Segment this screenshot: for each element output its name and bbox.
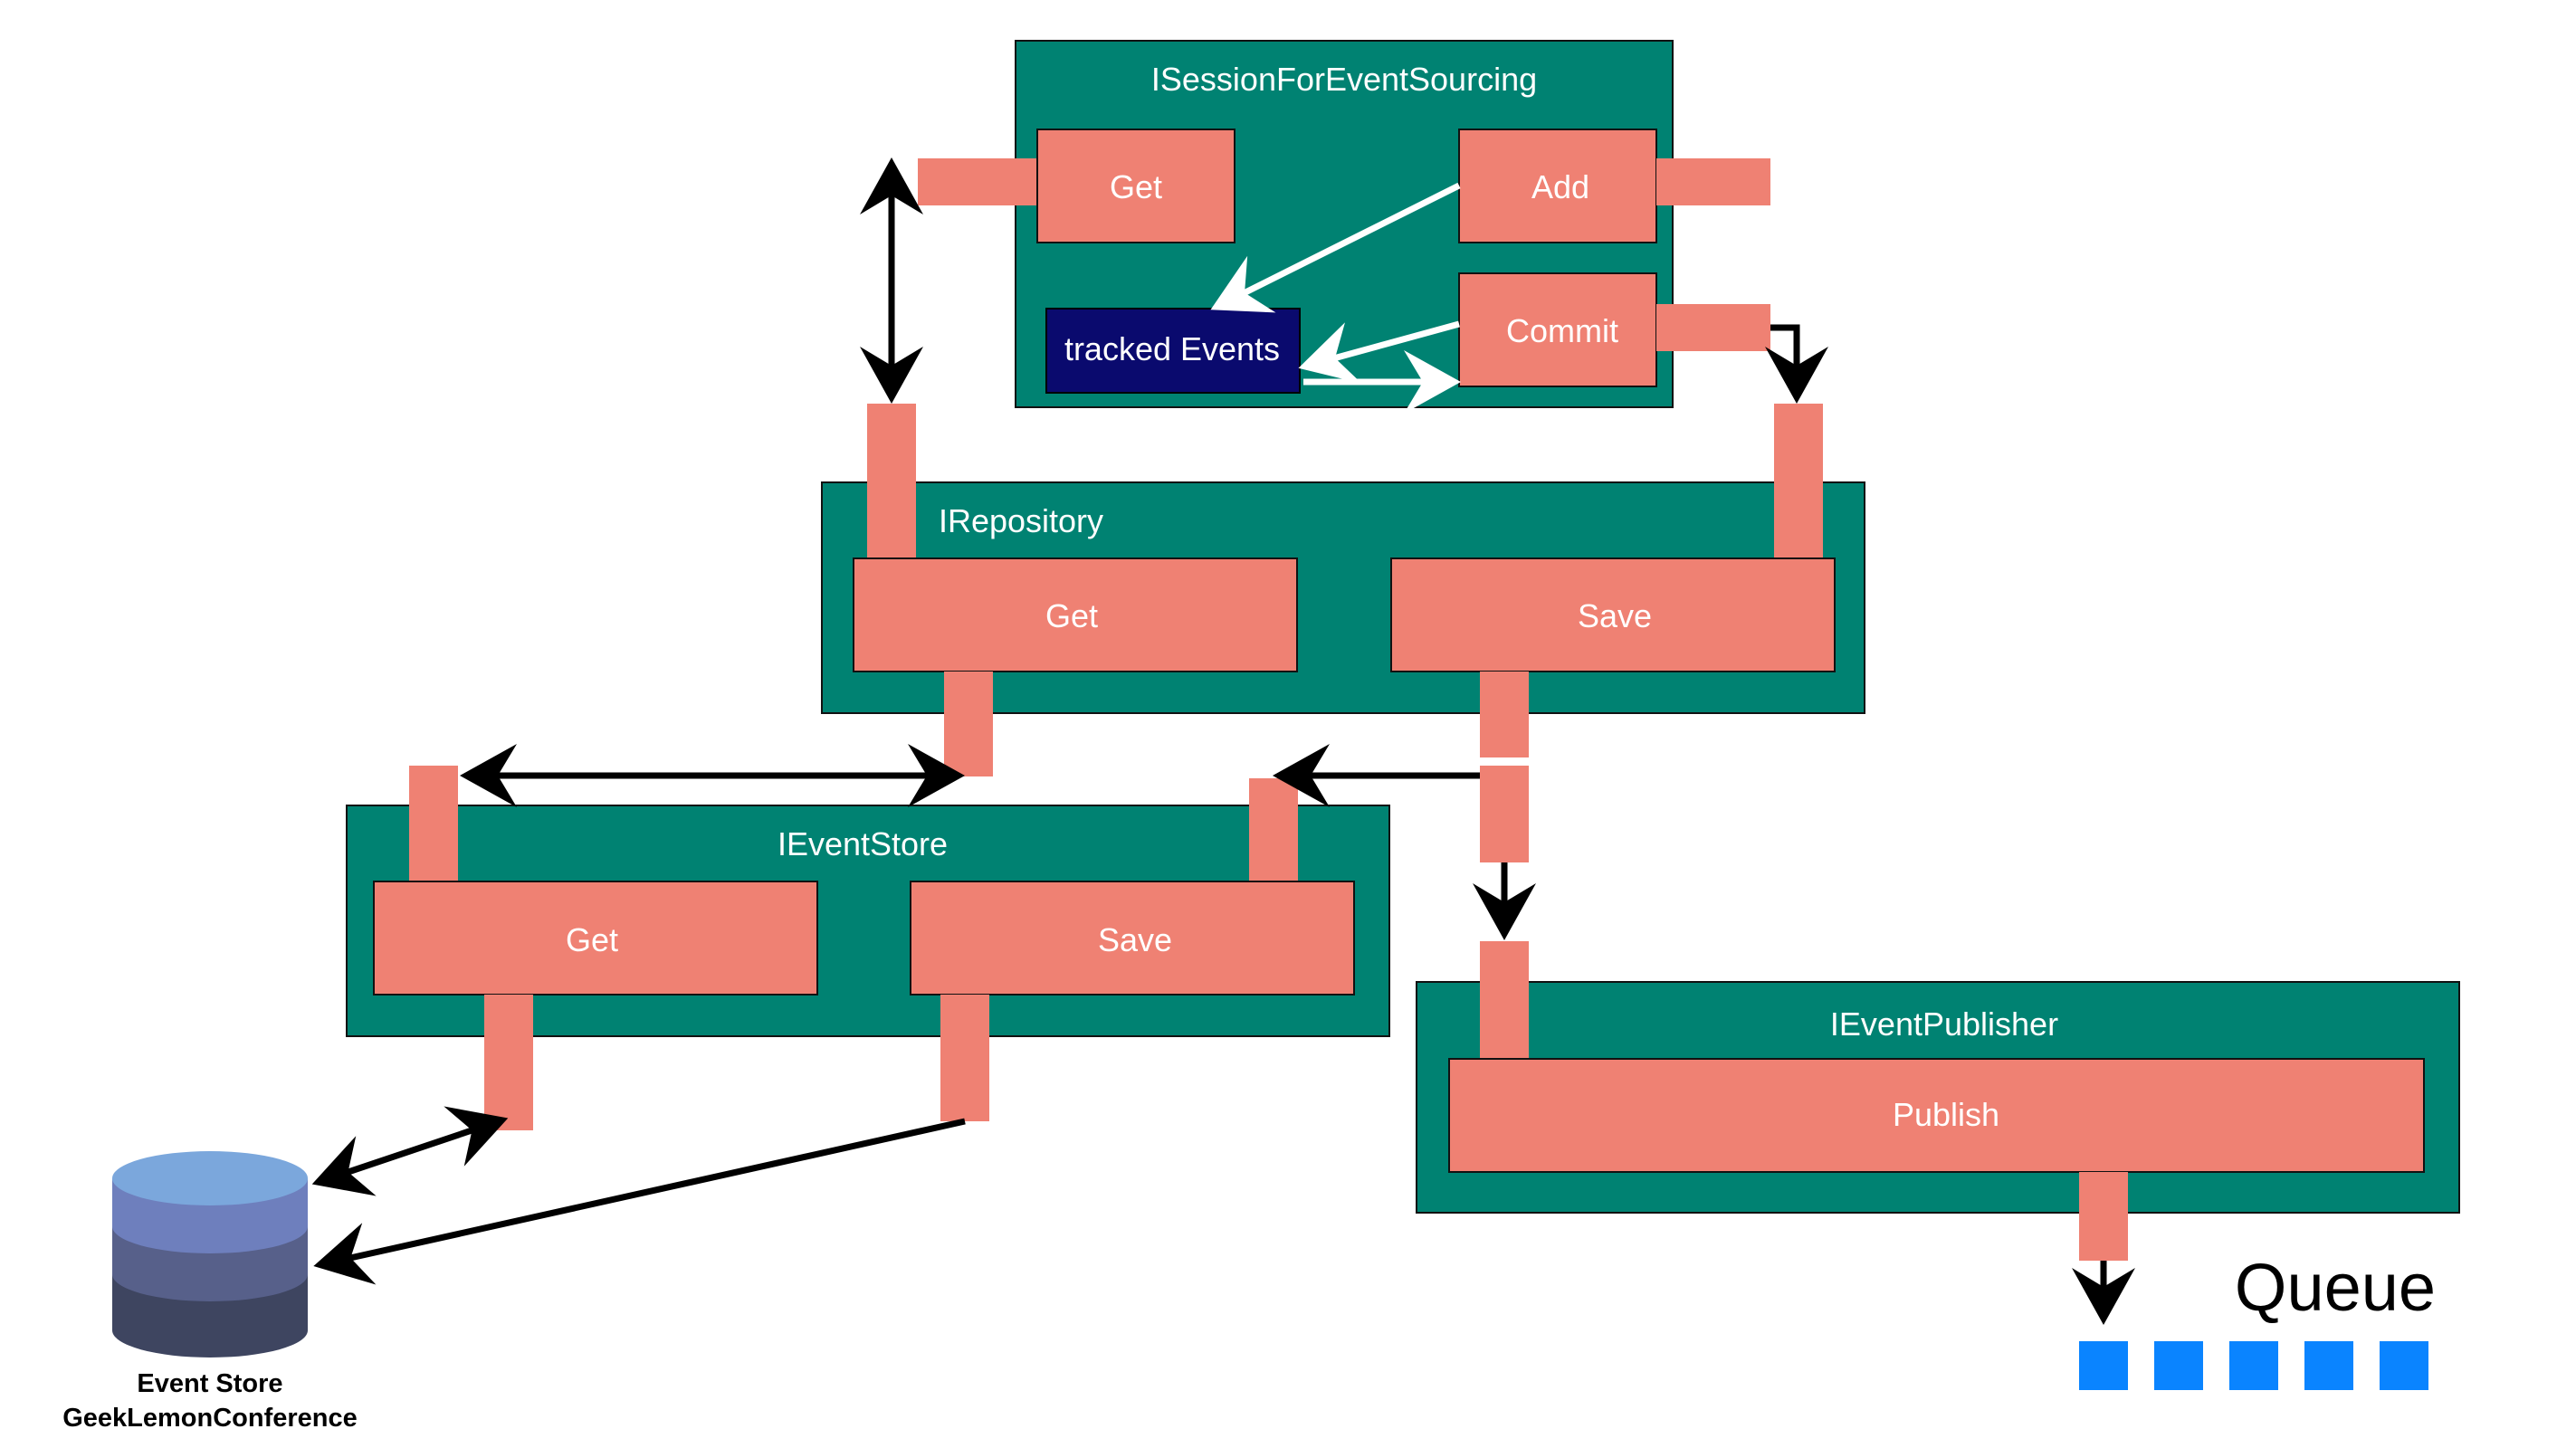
repository-get-method[interactable] — [853, 557, 1298, 672]
event-store-save-method[interactable] — [910, 881, 1355, 996]
queue-item — [2079, 1341, 2128, 1390]
publisher-port-bottom — [2079, 1172, 2128, 1261]
tracked-events-store — [1045, 308, 1301, 394]
repository-save-port-top — [1774, 404, 1823, 562]
commit-to-tracked-arrow — [1298, 320, 1460, 384]
repository-get-port-top — [867, 404, 916, 562]
session-get-port — [918, 158, 1037, 205]
event-store-title: IEventStore — [778, 825, 948, 862]
database-top — [112, 1151, 308, 1205]
event-store-get-port-top — [409, 766, 458, 883]
queue: Queue — [2079, 1250, 2436, 1390]
repository-save-label: Save — [1578, 597, 1652, 634]
commit-to-repository-save-arrow — [1765, 324, 1828, 404]
publisher-interface: IEventPublisher Publish — [1416, 941, 2460, 1261]
repository-save-method[interactable] — [1390, 557, 1836, 672]
publisher-port-top — [1480, 941, 1529, 1064]
event-store-interface: IEventStore Get Save — [346, 766, 1390, 1130]
session-get-method[interactable] — [1036, 129, 1236, 243]
repository-interface: IRepository Get Save — [821, 404, 1865, 776]
queue-item — [2229, 1341, 2278, 1390]
event-store-save-label: Save — [1098, 921, 1172, 958]
repository-title: IRepository — [939, 502, 1103, 539]
publisher-publish-method[interactable] — [1448, 1058, 2425, 1173]
event-store-save-port-top — [1249, 778, 1298, 883]
queue-label: Queue — [2235, 1250, 2436, 1325]
tracked-events-label: tracked Events — [1064, 330, 1280, 367]
event-store-get-label: Get — [566, 921, 618, 958]
publisher-publish-label: Publish — [1893, 1096, 1999, 1133]
event-store-save-port-bottom — [940, 995, 989, 1121]
event-store-save-to-database-arrow — [313, 1118, 966, 1285]
repository-get-port-bottom — [944, 672, 993, 776]
session-commit-port — [1656, 304, 1770, 351]
session-add-label: Add — [1531, 168, 1589, 205]
session-commit-label: Commit — [1506, 312, 1618, 349]
queue-item — [2154, 1341, 2203, 1390]
event-store-get-method[interactable] — [373, 881, 818, 996]
repository-save-to-publisher-port — [1480, 766, 1529, 862]
repository-get-label: Get — [1045, 597, 1098, 634]
add-to-tracked-arrow — [1210, 182, 1461, 313]
queue-item — [2380, 1341, 2428, 1390]
database-label-line1: Event Store — [137, 1369, 282, 1398]
session-commit-method[interactable] — [1458, 272, 1657, 387]
session-add-port — [1656, 158, 1770, 205]
database-label-line2: GeekLemonConference — [62, 1404, 358, 1433]
event-store-get-database-arrow — [311, 1106, 509, 1196]
session-interface: ISessionForEventSourcing Get Add Commit … — [918, 40, 1770, 414]
session-get-label: Get — [1110, 168, 1162, 205]
session-title: ISessionForEventSourcing — [1151, 61, 1537, 98]
repository-save-port-bottom — [1480, 672, 1529, 757]
database-icon: Event Store GeekLemonConference — [62, 1151, 358, 1433]
session-add-method[interactable] — [1458, 129, 1657, 243]
publisher-title: IEventPublisher — [1830, 1005, 2058, 1043]
queue-item — [2304, 1341, 2353, 1390]
event-store-get-port-bottom — [484, 995, 533, 1130]
